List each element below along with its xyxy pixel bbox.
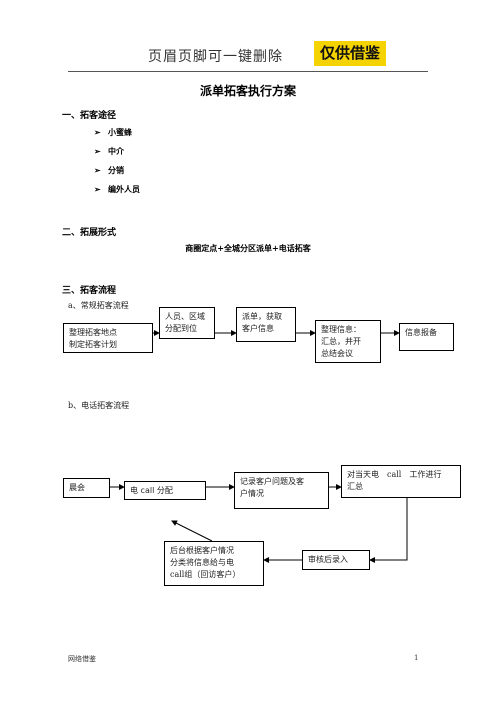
page-number: 1	[414, 654, 419, 662]
flow-a-step-text: 整理信息： 汇总，并开 总结会议	[321, 325, 361, 358]
bullet-arrow-icon: ➢	[94, 165, 101, 175]
flow-b-arrow	[171, 520, 213, 542]
flow-a-step-text: 信息报备	[405, 328, 437, 337]
section-3-heading: 三、拓客流程	[62, 286, 117, 296]
bullet-item: ➢ 分销	[94, 165, 124, 176]
bullet-item: ➢ 中介	[94, 146, 124, 157]
bullet-label: 小蜜蜂	[108, 127, 132, 137]
flow-a-step-distribute: 派单，获取 客户信息	[236, 307, 296, 342]
bullet-label: 分销	[108, 165, 124, 175]
flow-b-step-text: 对当天电 call 工作进行 汇总	[347, 470, 442, 491]
bullet-label: 编外人员	[108, 184, 140, 194]
document-title: 派单拓客执行方案	[199, 84, 296, 98]
flow-b-step-summary: 对当天电 call 工作进行 汇总	[341, 465, 461, 498]
header-watermark-text: 页眉页脚可一键删除	[148, 49, 283, 65]
header-badge: 仅供借鉴	[314, 41, 386, 66]
flow-a-step-summarize: 整理信息： 汇总，并开 总结会议	[315, 320, 381, 363]
bullet-label: 中介	[108, 146, 124, 156]
flow-b-step-record: 记录客户问题及客 户情况	[234, 472, 329, 509]
flow-b-step-assign: 电 call 分配	[124, 481, 206, 500]
flow-b-step-backend: 后台根据客户情况 分类将信息给与电 call组（回访客户）	[164, 541, 264, 586]
flow-b-step-meeting: 晨会	[63, 478, 110, 498]
section-2-heading: 二、拓展形式	[62, 228, 117, 238]
bullet-item: ➢ 小蜜蜂	[94, 127, 132, 138]
flow-b-step-review: 审核后录入	[302, 550, 370, 570]
expansion-forms-text: 商圈定点+全城分区派单+电话拓客	[185, 243, 311, 253]
flow-a-step-plan: 整理拓客地点 制定拓客计划	[63, 323, 153, 353]
flow-b-step-text: 电 call 分配	[130, 486, 173, 495]
bullet-arrow-icon: ➢	[94, 127, 101, 137]
flow-b-step-text: 后台根据客户情况 分类将信息给与电 call组（回访客户）	[170, 546, 241, 579]
bullet-item: ➢ 编外人员	[94, 184, 140, 195]
flow-a-step-text: 整理拓客地点 制定拓客计划	[69, 328, 117, 349]
flow-a-label: a、常规拓客流程	[68, 301, 129, 310]
bullet-arrow-icon: ➢	[94, 146, 101, 156]
flow-a-step-text: 人员、区域 分配到位	[165, 312, 205, 333]
footer-note: 网络借鉴	[68, 655, 96, 663]
section-1-heading: 一、拓客途径	[62, 111, 117, 121]
flow-b-arrow	[369, 498, 408, 563]
flow-a-step-text: 派单，获取 客户信息	[242, 312, 282, 333]
bullet-arrow-icon: ➢	[94, 184, 101, 194]
flow-b-step-text: 晨会	[69, 483, 85, 492]
flow-b-step-text: 记录客户问题及客 户情况	[240, 477, 304, 498]
flow-b-label: b、电话拓客流程	[68, 401, 130, 410]
flow-a-step-assign: 人员、区域 分配到位	[159, 307, 215, 339]
flow-b-step-text: 审核后录入	[308, 555, 348, 564]
header-divider	[68, 71, 428, 72]
flow-a-step-report: 信息报备	[399, 323, 454, 351]
